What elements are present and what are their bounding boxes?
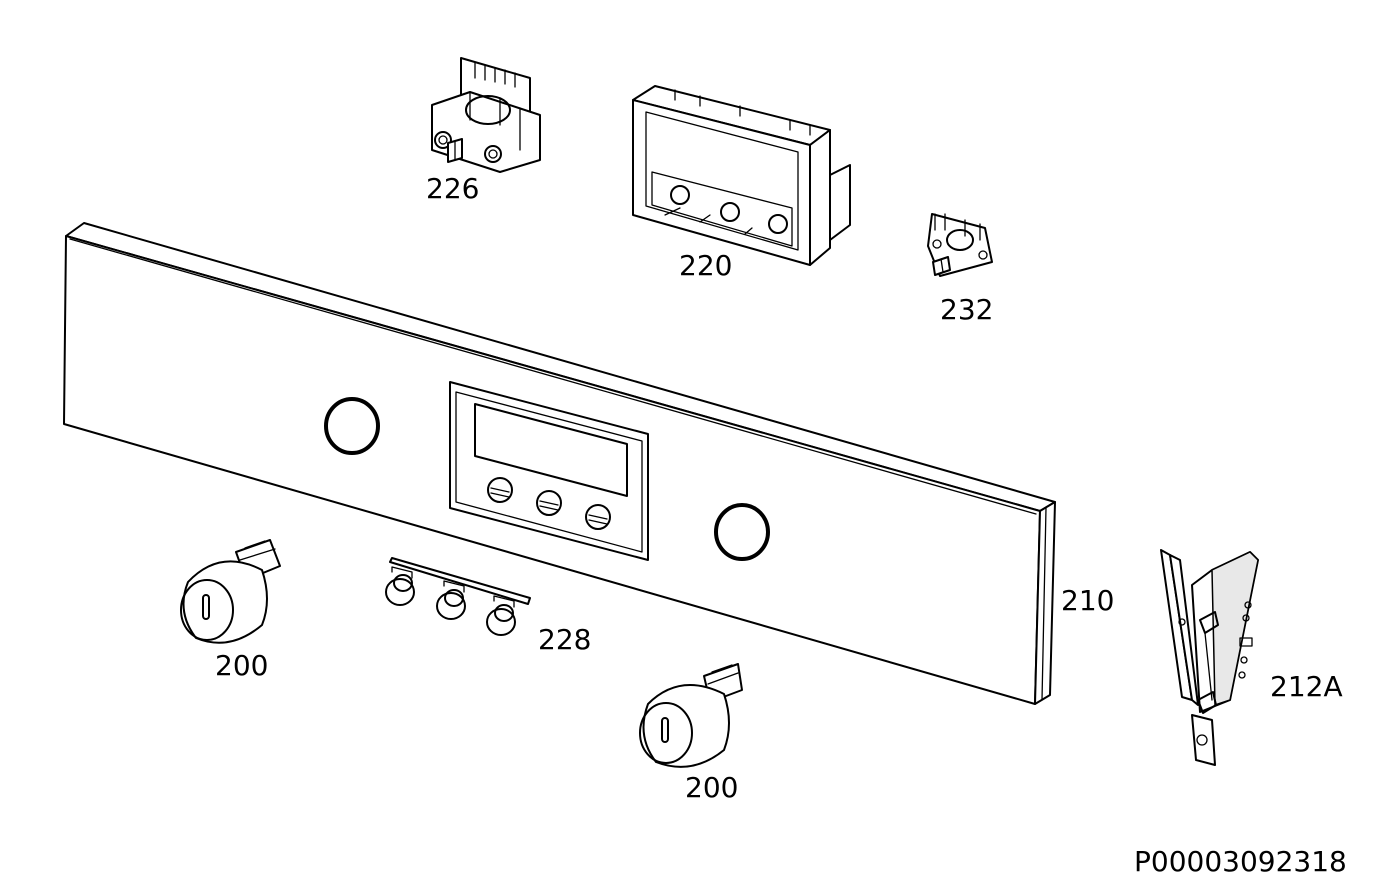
bracket-212A (1160, 549, 1259, 766)
part-label-200-right: 200 (685, 771, 739, 804)
diagram-reference-code: P00003092318 (1134, 845, 1347, 878)
switch-232 (927, 213, 993, 277)
display-window (474, 403, 628, 497)
part-label-228: 228 (538, 623, 592, 656)
part-label-226: 226 (426, 172, 480, 205)
knob-hole-left (324, 397, 380, 455)
display-buttons (487, 477, 611, 530)
part-label-210: 210 (1061, 584, 1115, 617)
display-module-220 (632, 85, 851, 266)
part-label-200-left: 200 (215, 649, 269, 682)
knob-200-left (180, 539, 281, 644)
control-panel-210 (63, 222, 1056, 705)
knob-hole-right (714, 503, 770, 561)
part-label-212A: 212A (1270, 670, 1343, 703)
part-label-220: 220 (679, 249, 733, 282)
knob-200-right (639, 663, 743, 768)
part-label-232: 232 (940, 293, 994, 326)
switch-226 (431, 57, 541, 173)
push-buttons-228 (385, 557, 531, 636)
